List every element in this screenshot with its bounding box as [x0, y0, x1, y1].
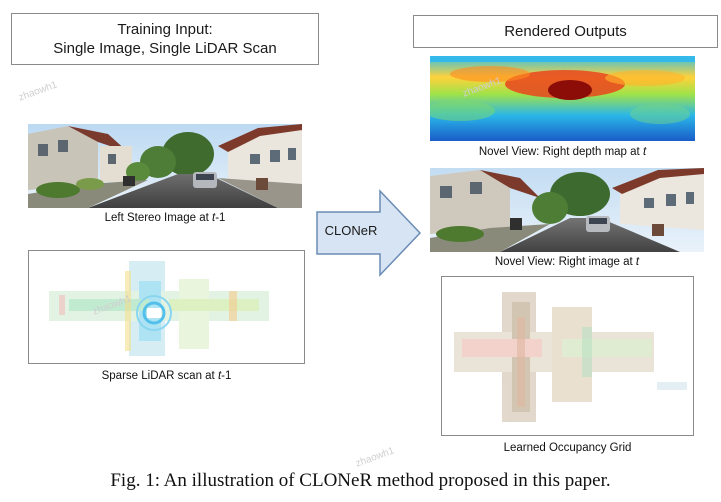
depth-caption-prefix: Novel View: Right depth map at — [478, 146, 643, 158]
figure-caption: Fig. 1: An illustration of CLONeR method… — [110, 470, 611, 491]
right-depth-map — [430, 56, 695, 141]
left-stereo-image — [28, 124, 302, 208]
watermark-4: zhaowh1 — [354, 445, 396, 470]
lidar-scan-box — [28, 250, 305, 364]
depth-caption-var: t — [642, 146, 647, 158]
image-caption-prefix: Novel View: Right image at — [494, 256, 636, 268]
stereo-image-caption: Left Stereo Image at t-1 — [28, 212, 302, 224]
rendered-outputs-title-box: Rendered Outputs — [413, 15, 718, 48]
depth-map-caption: Novel View: Right depth map at t — [430, 146, 695, 158]
training-input-title-line2: Single Image, Single LiDAR Scan — [53, 40, 277, 57]
occupancy-grid-caption: Learned Occupancy Grid — [503, 442, 632, 454]
occupancy-grid-visual — [454, 292, 687, 422]
cloner-arrow — [316, 189, 422, 277]
lidar-caption-var: t — [217, 370, 222, 382]
lidar-point-cloud — [49, 261, 269, 356]
lidar-caption-suffix: -1 — [221, 370, 232, 382]
lidar-caption: Sparse LiDAR scan at t-1 — [28, 370, 305, 382]
occupancy-grid-box — [441, 276, 694, 436]
training-input-title-line1: Training Input: — [117, 21, 213, 38]
right-rendered-image — [430, 168, 704, 252]
lidar-caption-prefix: Sparse LiDAR scan at — [101, 370, 218, 382]
training-input-title-box: Training Input: Single Image, Single LiD… — [11, 13, 319, 65]
watermark-1: zhaowh1 — [17, 79, 59, 104]
stereo-caption-var: t — [211, 212, 216, 224]
image-caption-var: t — [635, 256, 640, 268]
rendered-outputs-title: Rendered Outputs — [504, 23, 627, 40]
arrow-shape — [316, 189, 422, 277]
rendered-image-caption: Novel View: Right image at t — [430, 256, 704, 268]
stereo-caption-suffix: -1 — [215, 212, 226, 224]
arrow-label: CLONeR — [324, 223, 378, 238]
stereo-caption-prefix: Left Stereo Image at — [104, 212, 212, 224]
